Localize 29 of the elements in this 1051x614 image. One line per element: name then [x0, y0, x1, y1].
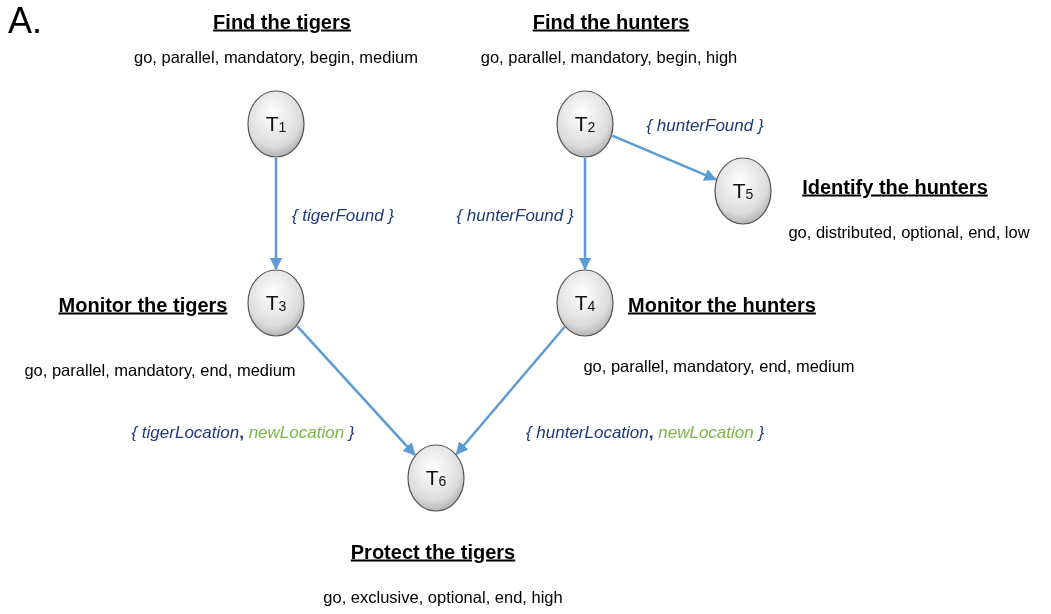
edge-label: { tigerLocation, newLocation } — [129, 423, 357, 443]
task-circle: T$_{1}$ — [247, 90, 305, 158]
arrow — [269, 158, 283, 271]
arrow — [455, 326, 566, 455]
task-circle: T$_{5}$ — [714, 157, 772, 225]
edge-label: { tigerFound } — [289, 206, 397, 226]
task-title: Identify the hunters — [802, 175, 988, 199]
task-circle: T$_{4}$ — [556, 269, 614, 337]
edge-label: { hunterLocation, newLocation } — [523, 423, 767, 443]
task-title: Protect the tigers — [350, 540, 516, 564]
task-circle: T$_{6}$ — [407, 444, 465, 512]
task-attributes: go, parallel, mandatory, end, medium — [24, 360, 296, 380]
arrow — [296, 325, 416, 456]
task-attributes: go, parallel, mandatory, begin, high — [480, 47, 738, 67]
task-attributes: go, distributed, optional, end, low — [788, 222, 1030, 242]
task-title: Monitor the tigers — [58, 293, 228, 317]
task-attributes: go, exclusive, optional, end, high — [323, 587, 563, 607]
task-circle: T$_{2}$ — [556, 90, 614, 158]
arrow — [578, 158, 592, 271]
task-attributes: go, parallel, mandatory, end, medium — [583, 356, 855, 376]
task-title: Find the tigers — [213, 10, 351, 34]
task-attributes: go, parallel, mandatory, begin, medium — [134, 47, 418, 67]
edge-label: { hunterFound } — [454, 206, 576, 226]
task-circle: T$_{3}$ — [247, 269, 305, 337]
task-title: Find the hunters — [532, 10, 690, 34]
edge-label: { hunterFound } — [644, 116, 766, 136]
arrow — [611, 134, 717, 181]
task-title: Monitor the hunters — [628, 293, 816, 317]
panel-letter: A. — [8, 0, 42, 42]
